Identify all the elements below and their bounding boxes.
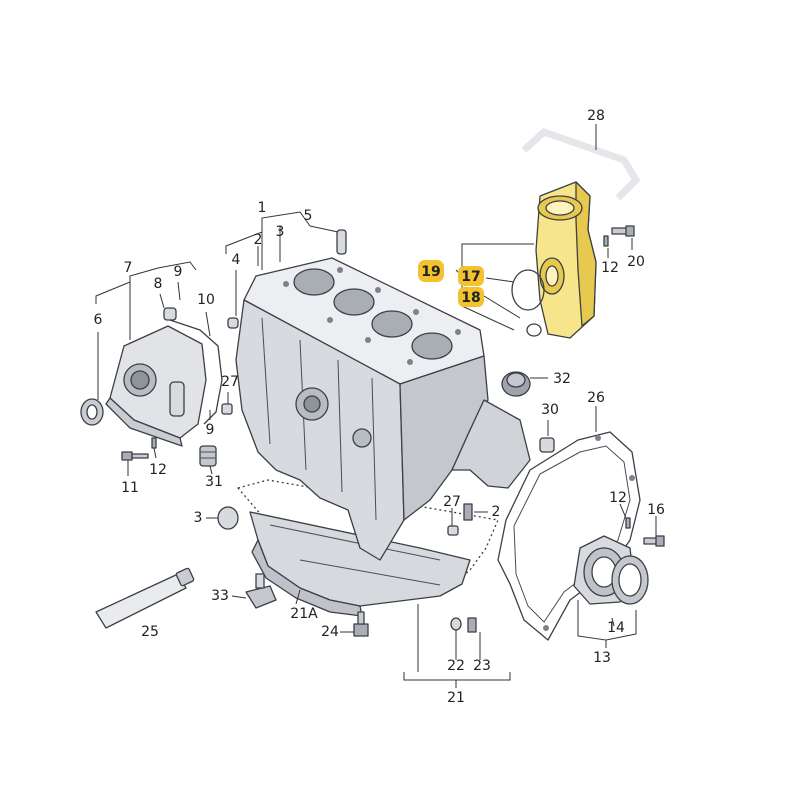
callout-12-top: 12 xyxy=(601,260,619,276)
callout-2-top: 2 xyxy=(254,232,263,248)
coolant-flange xyxy=(535,181,597,339)
callout-labels: 1 2 2 3 3 4 5 6 7 8 9 9 10 11 12 12 12 1… xyxy=(94,108,665,706)
pin-12-top xyxy=(603,235,609,247)
sleeve-27-right xyxy=(447,525,459,536)
callout-3-top: 3 xyxy=(276,224,285,240)
callout-12-rear: 12 xyxy=(609,490,627,506)
callout-6: 6 xyxy=(94,312,103,328)
callout-26: 26 xyxy=(587,390,605,406)
callout-9-bottom: 9 xyxy=(206,422,215,438)
callout-16: 16 xyxy=(647,502,665,518)
callout-20: 20 xyxy=(627,254,645,270)
sleeve-27-left xyxy=(221,403,233,415)
callout-32: 32 xyxy=(553,371,571,387)
rear-flange-seal xyxy=(611,555,649,605)
callout-22: 22 xyxy=(447,658,465,674)
callout-31: 31 xyxy=(205,474,223,490)
callout-13: 13 xyxy=(593,650,611,666)
bolt-23 xyxy=(467,617,477,633)
front-crank-seal xyxy=(80,398,104,426)
callout-10: 10 xyxy=(197,292,215,308)
seal-plug-3 xyxy=(217,506,239,530)
callout-8: 8 xyxy=(154,276,163,292)
callout-12-left: 12 xyxy=(149,462,167,478)
flange-bush xyxy=(163,307,177,321)
bolt-16 xyxy=(643,535,665,547)
callout-18: 18 xyxy=(461,290,480,306)
callout-19-badge: 19 xyxy=(418,260,444,282)
callout-4: 4 xyxy=(232,252,241,268)
sleeve-30 xyxy=(539,437,555,453)
front-sealing-flange xyxy=(105,325,207,447)
coolant-pipe xyxy=(521,128,641,201)
oil-jet-31 xyxy=(199,445,217,467)
callout-7: 7 xyxy=(124,260,133,276)
oil-pan xyxy=(249,511,471,617)
callout-17: 17 xyxy=(461,269,480,285)
bolt-11 xyxy=(121,451,149,461)
dowel-pin xyxy=(336,229,347,255)
callout-28: 28 xyxy=(587,108,605,124)
callout-33: 33 xyxy=(211,588,229,604)
callout-30: 30 xyxy=(541,402,559,418)
callout-23: 23 xyxy=(473,658,491,674)
sealant-tube xyxy=(95,567,195,629)
pin-12-rear xyxy=(625,517,631,529)
plug-32 xyxy=(501,371,531,397)
callout-18-badge: 18 xyxy=(458,287,484,307)
callout-25: 25 xyxy=(141,624,159,640)
callout-27-right: 27 xyxy=(443,494,461,510)
oil-level-sender xyxy=(245,573,277,609)
callout-9-top: 9 xyxy=(174,264,183,280)
callout-21a: 21A xyxy=(290,606,318,622)
coolant-flange-oring xyxy=(511,269,545,311)
callout-14: 14 xyxy=(607,620,625,636)
coolant-flange-seal-small xyxy=(526,323,542,337)
callout-3-left: 3 xyxy=(194,510,203,526)
callout-1: 1 xyxy=(258,200,267,216)
seal-ring-22 xyxy=(450,617,462,631)
callout-24: 24 xyxy=(321,624,339,640)
callout-27-left: 27 xyxy=(221,374,239,390)
bolt-2 xyxy=(463,503,473,521)
callout-21: 21 xyxy=(447,690,465,706)
callout-19: 19 xyxy=(421,264,440,280)
pin-12-left xyxy=(151,437,157,449)
callout-5: 5 xyxy=(304,208,313,224)
callout-11: 11 xyxy=(121,480,139,496)
engine-block xyxy=(235,257,531,561)
callout-17-badge: 17 xyxy=(458,266,484,286)
oil-drain-plug xyxy=(353,611,369,637)
dowel-sleeve xyxy=(227,317,239,329)
bolt-20 xyxy=(611,225,635,237)
callout-2-right: 2 xyxy=(492,504,501,520)
front-flange-gasket xyxy=(169,319,223,425)
